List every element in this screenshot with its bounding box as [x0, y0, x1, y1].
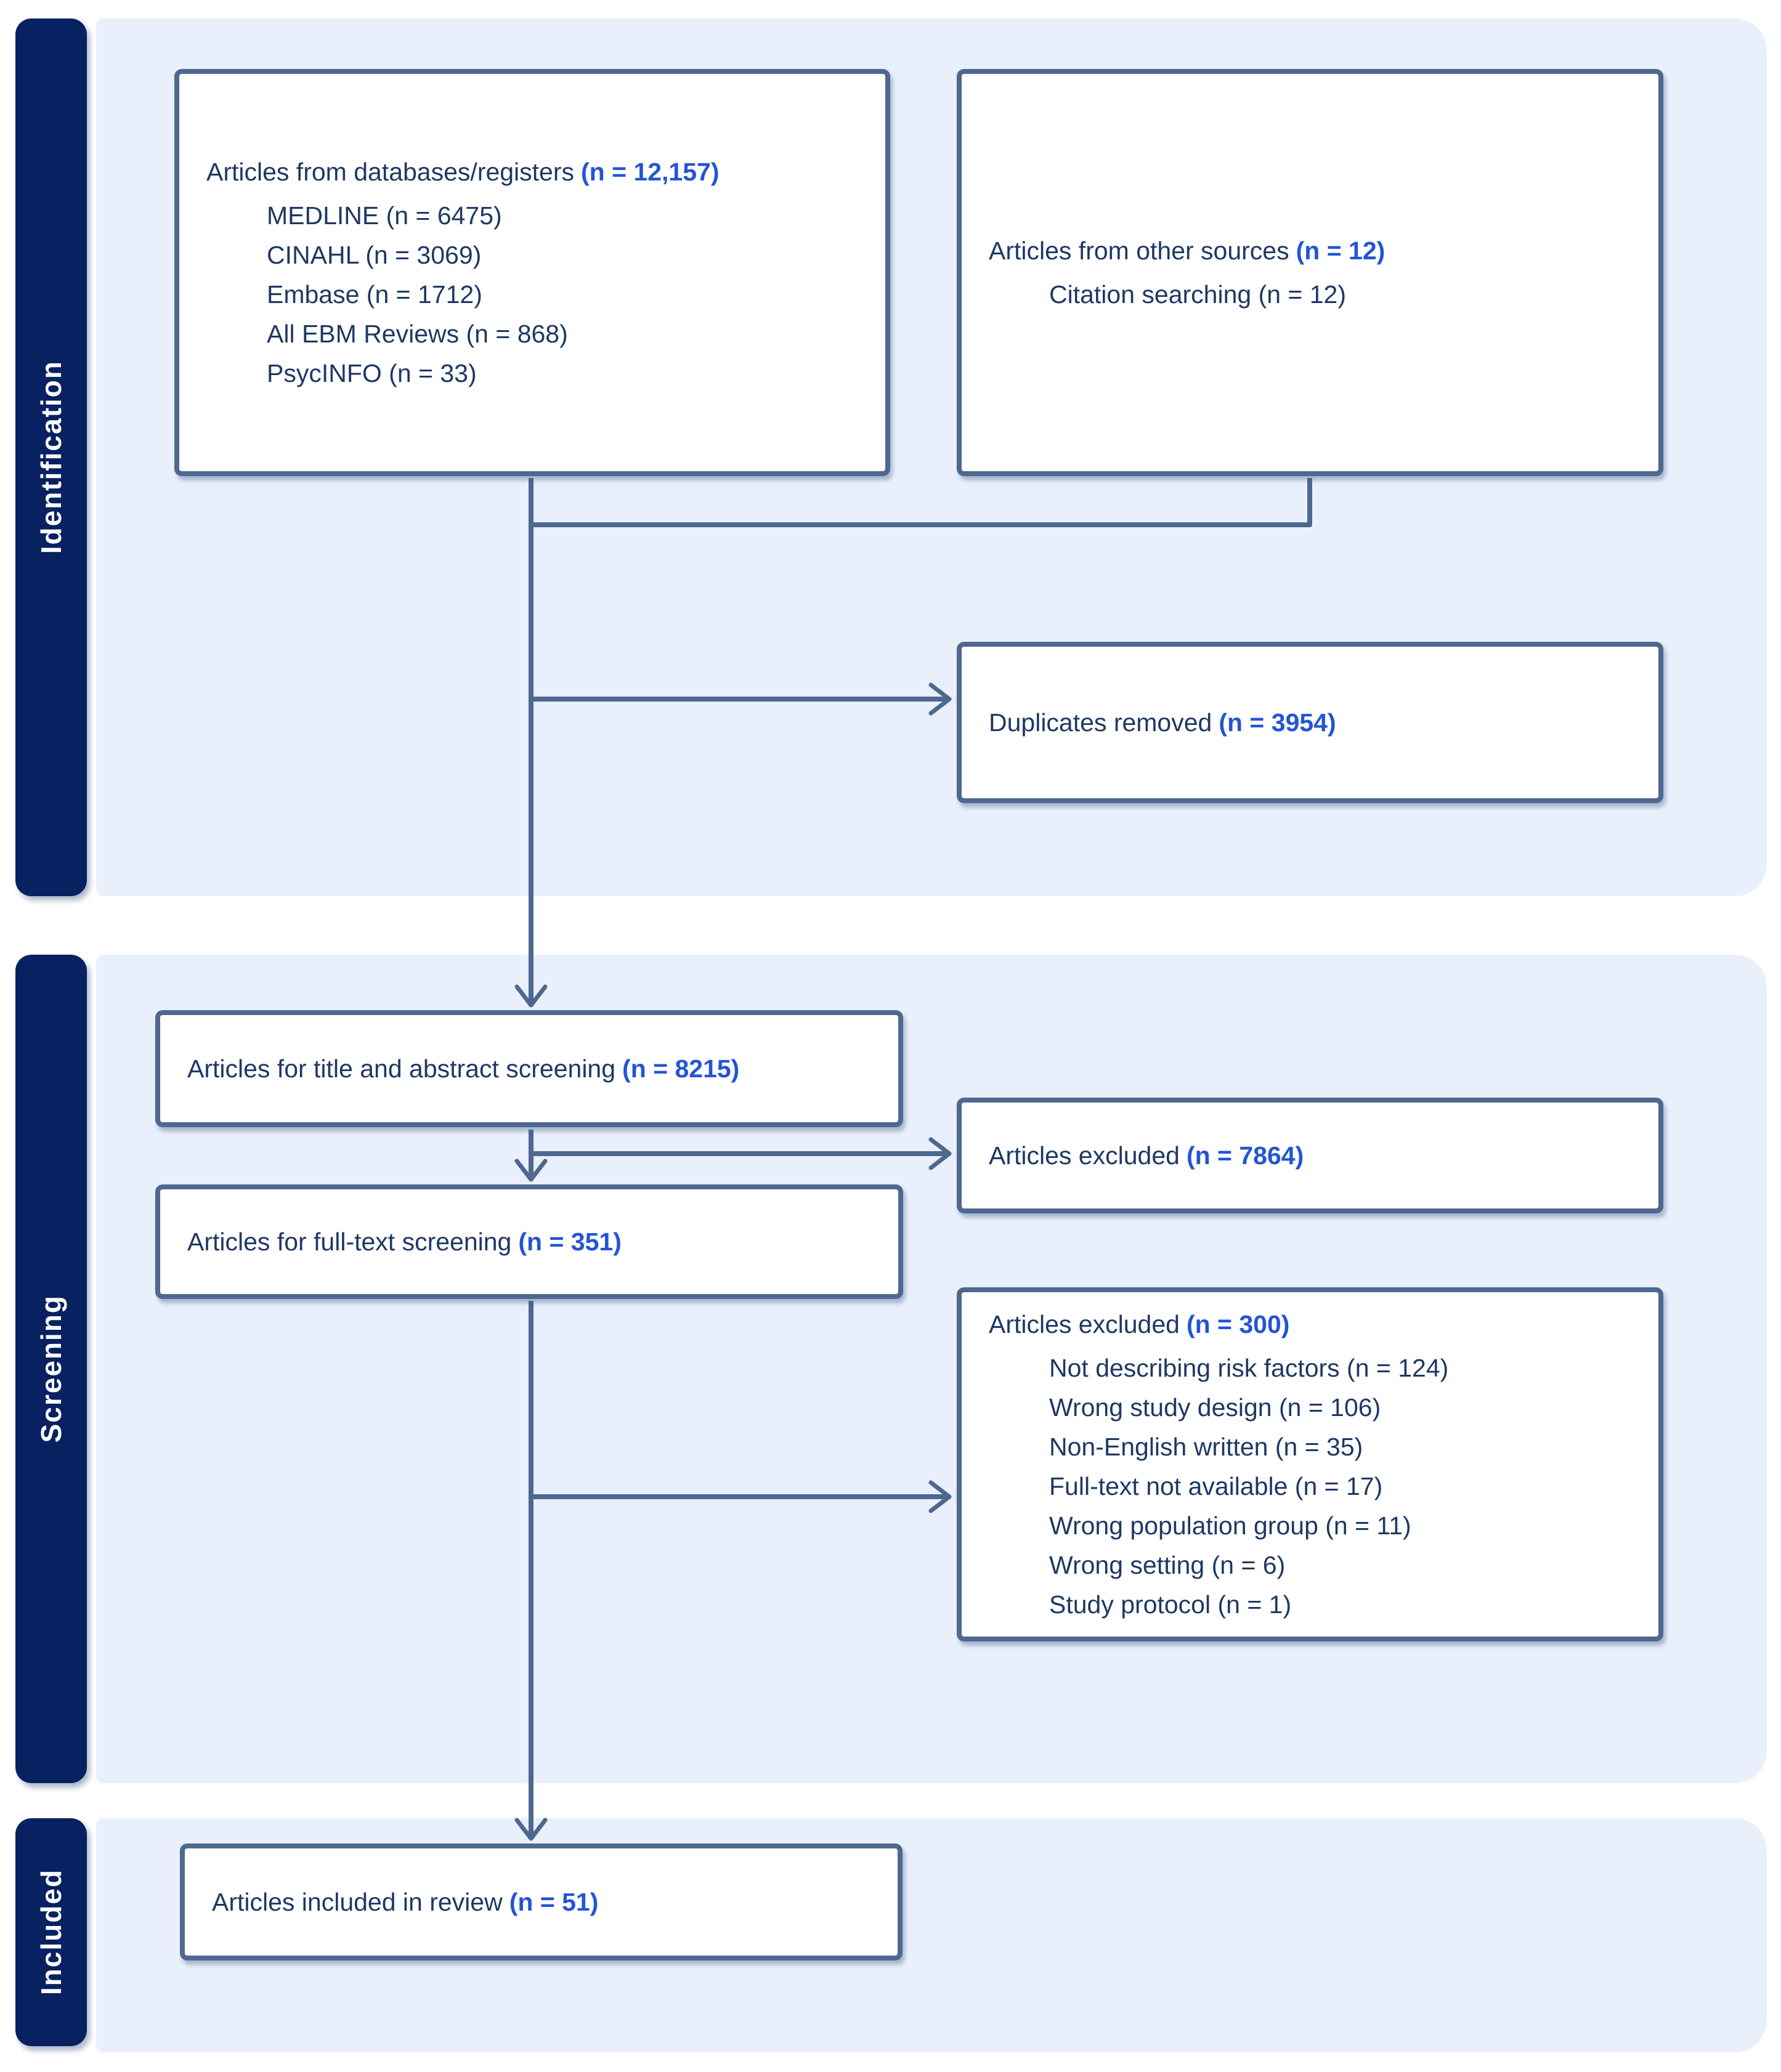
included-stage-label: Included: [35, 1869, 67, 1996]
flow-box-title-abstract-screening: Articles for title and abstract screenin…: [155, 1010, 903, 1127]
flow-box-full-text-screening: Articles for full-text screening(n = 351…: [155, 1184, 903, 1299]
list-item: Embase (n = 1712): [267, 280, 482, 309]
list-item: Wrong population group (n = 11): [1049, 1511, 1411, 1540]
box-title-text: Articles excluded: [989, 1141, 1180, 1170]
other-source-list: Citation searching (n = 12): [1049, 275, 1644, 314]
box-title-text: Articles from other sources: [989, 236, 1289, 265]
box-title: Articles for full-text screening(n = 351…: [187, 1223, 883, 1261]
box-title-text: Articles for full-text screening: [187, 1228, 512, 1256]
flow-box-other-sources: Articles from other sources(n = 12) Cita…: [957, 69, 1663, 476]
list-item: Study protocol (n = 1): [1049, 1590, 1292, 1619]
box-title-text: Duplicates removed: [989, 708, 1212, 737]
box-title: Articles included in review(n = 51): [212, 1883, 883, 1921]
included-stage-bar: Included: [15, 1818, 87, 2046]
exclusion-reason-list: Not describing risk factors (n = 124) Wr…: [1049, 1348, 1644, 1624]
box-title-text: Articles included in review: [212, 1888, 503, 1916]
box-count: (n = 8215): [622, 1054, 740, 1083]
identification-stage-bar: Identification: [15, 18, 87, 896]
list-item: MEDLINE (n = 6475): [267, 201, 502, 230]
connector-other-sources-merge: [533, 478, 1312, 527]
box-title-text: Articles from databases/registers: [206, 157, 575, 186]
list-item: Full-text not available (n = 17): [1049, 1471, 1383, 1500]
box-title-text: Articles excluded: [989, 1309, 1180, 1338]
box-title: Articles excluded(n = 7864): [989, 1136, 1644, 1175]
box-title: Articles excluded(n = 300): [989, 1305, 1644, 1343]
list-item: Not describing risk factors (n = 124): [1049, 1353, 1449, 1382]
list-item: Wrong study design (n = 106): [1049, 1393, 1381, 1422]
flow-box-databases-registers: Articles from databases/registers(n = 12…: [174, 69, 890, 476]
list-item: PsycINFO (n = 33): [267, 358, 477, 387]
flow-box-excluded-full-text: Articles excluded(n = 300) Not describin…: [957, 1287, 1663, 1641]
list-item: Wrong setting (n = 6): [1049, 1550, 1286, 1579]
box-title: Articles from databases/registers(n = 12…: [206, 153, 870, 191]
box-title: Articles from other sources(n = 12): [989, 232, 1644, 270]
box-count: (n = 12,157): [581, 157, 720, 186]
screening-stage-bar: Screening: [15, 955, 87, 1783]
flow-box-duplicates-removed: Duplicates removed(n = 3954): [957, 642, 1663, 803]
flow-box-included-review: Articles included in review(n = 51): [180, 1843, 903, 1961]
database-source-list: MEDLINE (n = 6475) CINAHL (n = 3069) Emb…: [267, 196, 870, 393]
flow-box-excluded-title-abstract: Articles excluded(n = 7864): [957, 1098, 1663, 1213]
screening-stage-label: Screening: [35, 1295, 67, 1443]
box-title-text: Articles for title and abstract screenin…: [187, 1054, 616, 1083]
list-item: Non-English written (n = 35): [1049, 1432, 1363, 1461]
list-item: All EBM Reviews (n = 868): [267, 319, 568, 348]
identification-stage-label: Identification: [35, 360, 67, 554]
box-count: (n = 12): [1296, 236, 1385, 265]
box-count: (n = 300): [1186, 1309, 1290, 1338]
list-item: Citation searching (n = 12): [1049, 280, 1347, 309]
box-count: (n = 3954): [1219, 708, 1336, 737]
box-count: (n = 7864): [1186, 1141, 1304, 1170]
box-count: (n = 51): [509, 1888, 599, 1916]
list-item: CINAHL (n = 3069): [267, 240, 482, 269]
box-title: Articles for title and abstract screenin…: [187, 1050, 883, 1088]
box-count: (n = 351): [518, 1228, 622, 1256]
box-title: Duplicates removed(n = 3954): [989, 703, 1644, 742]
